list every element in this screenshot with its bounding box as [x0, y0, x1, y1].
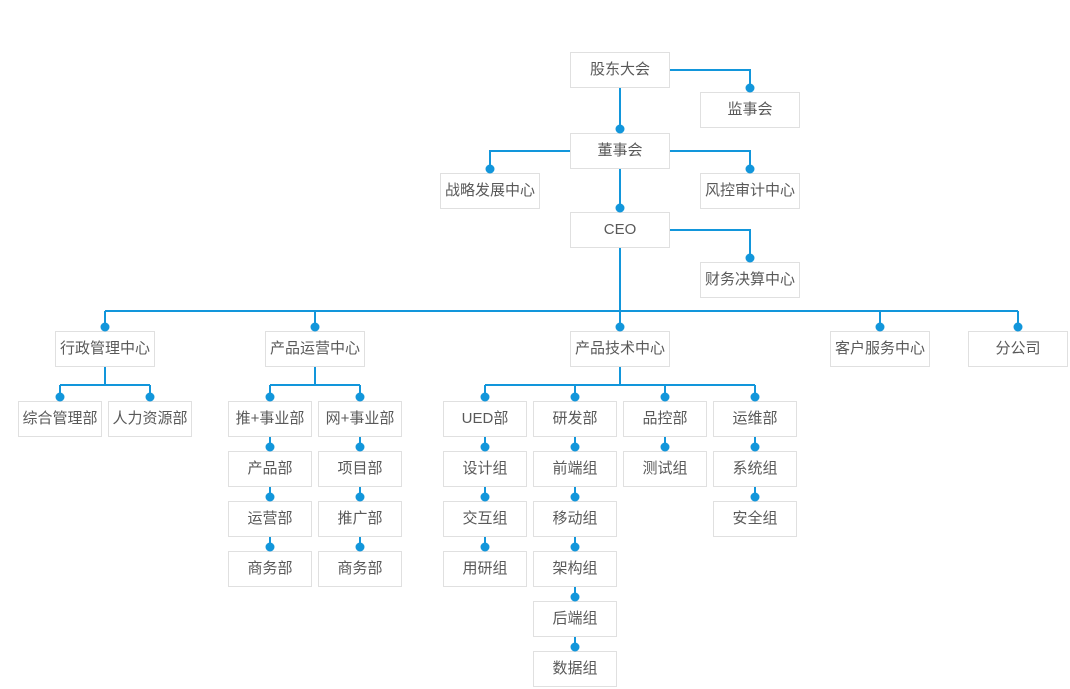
org-node-design-group: 设计组: [443, 451, 527, 487]
org-node-business-dept-1: 商务部: [228, 551, 312, 587]
connector-admin-branch: [55, 367, 155, 402]
org-node-project-dept: 项目部: [318, 451, 402, 487]
org-node-product-tech-center: 产品技术中心: [570, 331, 670, 367]
org-node-mobile-group: 移动组: [533, 501, 617, 537]
org-node-data-group: 数据组: [533, 651, 617, 687]
org-node-shareholders-meeting: 股东大会: [570, 52, 670, 88]
org-node-business-dept-2: 商务部: [318, 551, 402, 587]
org-node-ued-dept: UED部: [443, 401, 527, 437]
org-node-testing-group: 测试组: [623, 451, 707, 487]
org-node-interaction-group: 交互组: [443, 501, 527, 537]
org-node-operation-dept: 运营部: [228, 501, 312, 537]
org-node-qc-dept: 品控部: [623, 401, 707, 437]
org-node-finance-settlement-center: 财务决算中心: [700, 262, 800, 298]
connector-main-branch: [100, 248, 1023, 332]
org-node-rd-dept: 研发部: [533, 401, 617, 437]
org-node-branch-company: 分公司: [968, 331, 1068, 367]
org-node-wang-plus-business-unit: 网+事业部: [318, 401, 402, 437]
org-node-ops-dept: 运维部: [713, 401, 797, 437]
org-node-ceo: CEO: [570, 212, 670, 248]
org-node-risk-audit-center: 风控审计中心: [700, 173, 800, 209]
org-node-supervisory-board: 监事会: [700, 92, 800, 128]
org-node-product-operation-center: 产品运营中心: [265, 331, 365, 367]
org-node-user-research-group: 用研组: [443, 551, 527, 587]
org-node-customer-service-center: 客户服务中心: [830, 331, 930, 367]
org-node-product-dept: 产品部: [228, 451, 312, 487]
org-node-architecture-group: 架构组: [533, 551, 617, 587]
org-node-general-management-dept: 综合管理部: [18, 401, 102, 437]
org-node-backend-group: 后端组: [533, 601, 617, 637]
org-node-security-group: 安全组: [713, 501, 797, 537]
org-node-admin-management-center: 行政管理中心: [55, 331, 155, 367]
org-node-tui-plus-business-unit: 推+事业部: [228, 401, 312, 437]
org-node-system-group: 系统组: [713, 451, 797, 487]
org-node-hr-dept: 人力资源部: [108, 401, 192, 437]
org-node-promotion-dept: 推广部: [318, 501, 402, 537]
org-node-frontend-group: 前端组: [533, 451, 617, 487]
org-node-board-of-directors: 董事会: [570, 133, 670, 169]
org-node-strategy-development-center: 战略发展中心: [440, 173, 540, 209]
